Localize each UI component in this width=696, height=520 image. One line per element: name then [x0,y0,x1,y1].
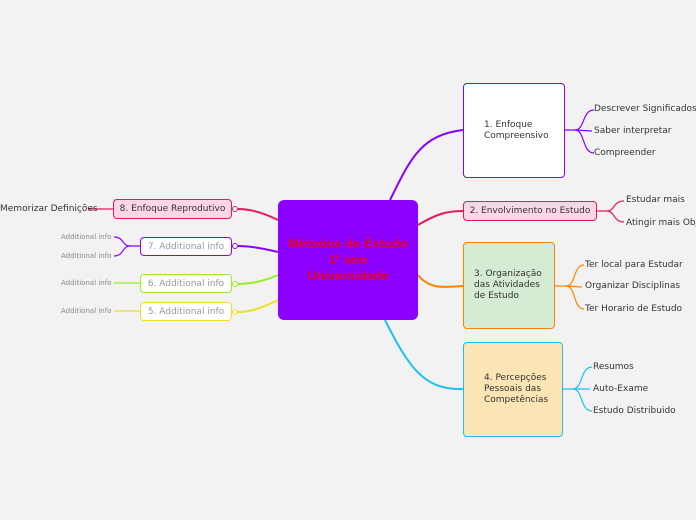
branch-4-leaf-2[interactable]: Auto-Exame [593,384,649,394]
branch-2-label: 2. Envolvimento no Estudo [469,206,591,216]
branch-5-leaf-1[interactable]: Additional info [61,307,112,315]
branch-8-node[interactable]: 8. Enfoque Reprodutivo [113,199,232,219]
branch-2-node[interactable]: 2. Envolvimento no Estudo [463,201,597,221]
branch-7-leaf-1[interactable]: Additional info [61,233,112,241]
branch-5-label: 5. Additional info [147,306,225,317]
branch-4-node[interactable]: 4. Percepções Pessoais das Competências [463,342,563,437]
branch-6-node[interactable]: 6. Additional info [140,274,232,293]
branch-8-collapse-icon[interactable] [232,206,238,212]
branch-3-label: 3. Organização das Atividades de Estudo [474,269,542,301]
branch-1-label: 1. Enfoque Compreensivo [484,119,549,141]
branch-1-leaf-2[interactable]: Saber interpretar [594,126,672,136]
central-topic[interactable]: Métodos de Estudo 1º ano Universidade [278,200,418,320]
branch-4-leaf-1[interactable]: Resumos [593,362,634,372]
branch-3-leaf-2[interactable]: Organizar Disciplinas [585,281,681,291]
branch-6-leaf-1[interactable]: Additional info [61,279,112,287]
branch-3-node[interactable]: 3. Organização das Atividades de Estudo [463,242,555,329]
branch-1-leaf-3[interactable]: Compreender [594,148,656,158]
central-topic-label: Métodos de Estudo 1º ano Universidade [288,236,408,283]
branch-3-leaf-1[interactable]: Ter local para Estudar [585,260,683,270]
branch-5-node[interactable]: 5. Additional info [140,302,232,321]
branch-8-label: 8. Enfoque Reprodutivo [119,204,226,214]
branch-6-label: 6. Additional info [147,278,225,289]
branch-6-collapse-icon[interactable] [232,281,238,287]
branch-2-leaf-1[interactable]: Estudar mais [626,195,685,205]
branch-7-leaf-2[interactable]: Additional info [61,252,112,260]
branch-3-leaf-3[interactable]: Ter Horario de Estudo [585,304,683,314]
branch-4-label: 4. Percepções Pessoais das Competências [484,373,549,405]
branch-7-label: 7. Additional info [147,241,225,252]
branch-5-collapse-icon[interactable] [232,309,238,315]
branch-4-leaf-3[interactable]: Estudo Distribuido [593,406,676,416]
branch-1-leaf-1[interactable]: Descrever Significados [594,104,696,114]
branch-7-collapse-icon[interactable] [232,243,238,249]
branch-8-leaf-1[interactable]: Memorizar Definições [0,204,98,214]
branch-1-node[interactable]: 1. Enfoque Compreensivo [463,83,565,178]
branch-7-node[interactable]: 7. Additional info [140,237,232,256]
branch-2-leaf-2[interactable]: Atingir mais Objetivos [626,218,696,228]
